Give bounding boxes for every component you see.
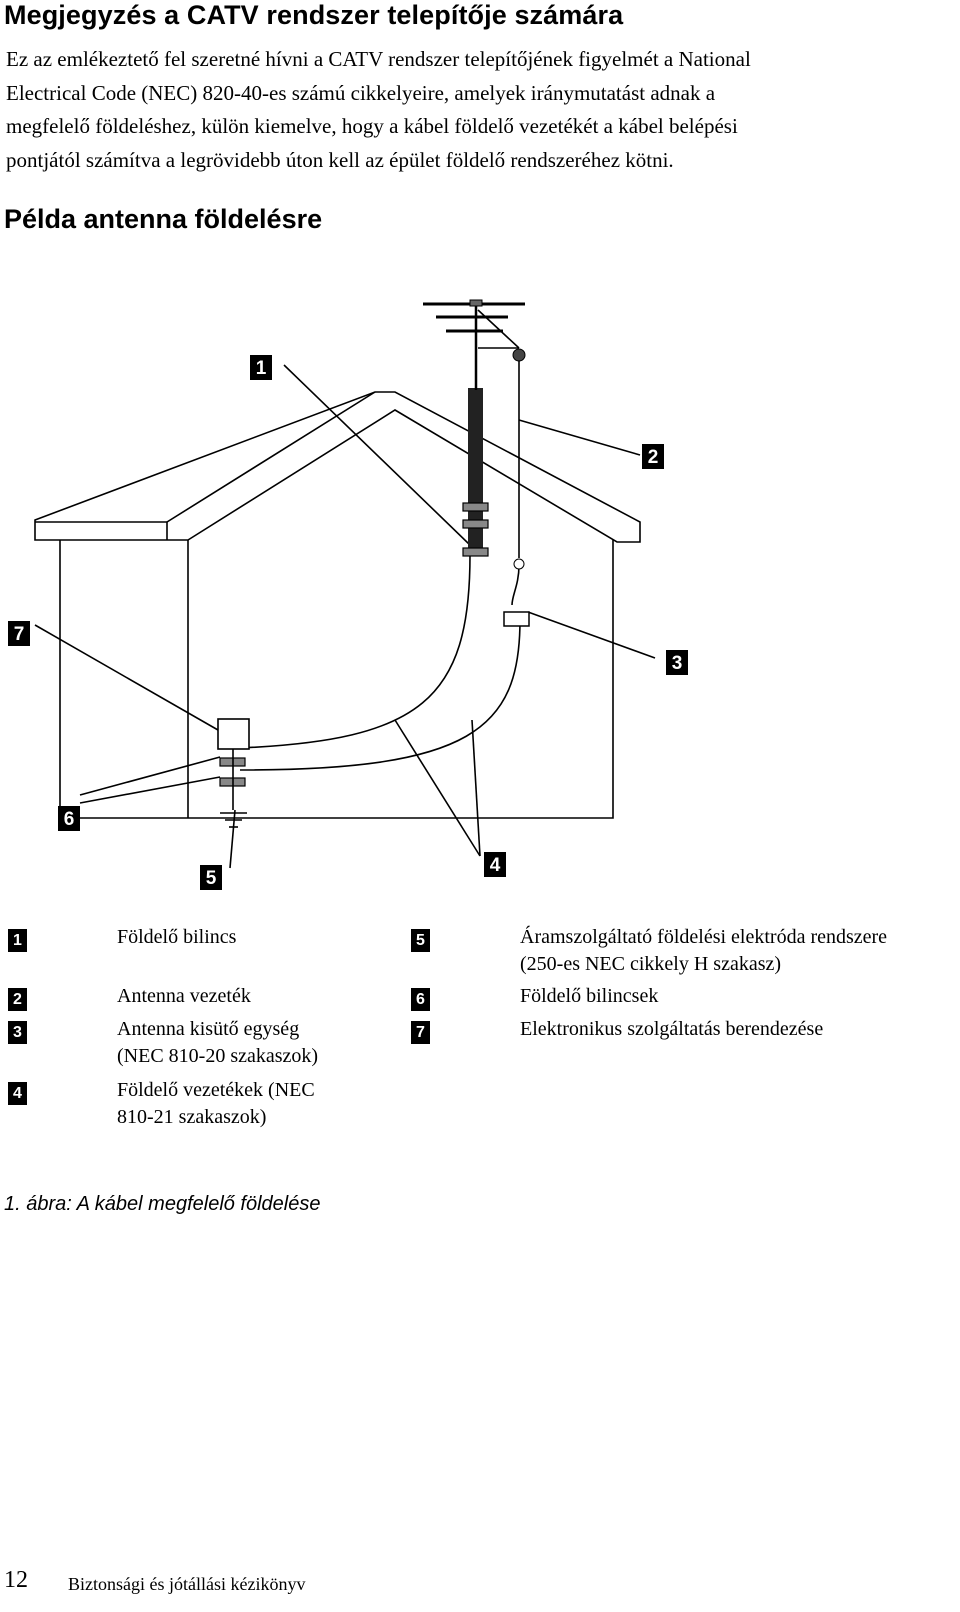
- legend-badge-4: 4: [8, 1082, 27, 1105]
- house-roof: [34, 391, 641, 543]
- callout-6: 6: [58, 806, 80, 831]
- legend-badge-2: 2: [8, 988, 27, 1011]
- legend-item-6: Földelő bilincsek: [520, 985, 659, 1007]
- page-heading: Megjegyzés a CATV rendszer telepítője sz…: [4, 0, 624, 30]
- ground-wire: [239, 554, 471, 749]
- svg-text:2: 2: [648, 447, 659, 468]
- callout-4: 4: [484, 852, 506, 877]
- legend-badge-5: 5: [411, 929, 430, 952]
- svg-text:5: 5: [206, 868, 217, 889]
- intro-line: Electrical Code (NEC) 820-40-es számú ci…: [6, 80, 716, 105]
- antenna-lead-wire: [239, 619, 521, 771]
- legend-item-3: Antenna kisütő egység (NEC 810-20 szakas…: [117, 1018, 319, 1067]
- electronic-service-equipment: [217, 718, 250, 750]
- svg-text:3: 3: [672, 653, 683, 674]
- antenna-grounding-diagram: 1 2 3 4 5 6 7: [8, 299, 688, 890]
- intro-line: pontjától számítva a legrövidebb úton ke…: [6, 147, 674, 172]
- figure-caption: 1. ábra: A kábel megfelelő földelése: [4, 1193, 321, 1215]
- intro-line: Ez az emlékeztető fel szeretné hívni a C…: [6, 47, 751, 71]
- legend-badge-3: 3: [8, 1021, 27, 1044]
- svg-text:7: 7: [14, 624, 25, 645]
- legend-item-4: Földelő vezetékek (NEC 810-21 szakaszok): [117, 1079, 315, 1128]
- legend-item-5: Áramszolgáltató földelési elektróda rend…: [520, 926, 888, 975]
- page-number: 12: [4, 1567, 28, 1593]
- antenna-terminal: [512, 348, 526, 362]
- ground-electrode-icon: [220, 812, 247, 828]
- legend-badge-1: 1: [8, 929, 27, 952]
- svg-text:6: 6: [64, 809, 75, 830]
- antenna-elements: [423, 302, 525, 333]
- legend-item-7: Elektronikus szolgáltatás berendezése: [520, 1018, 824, 1040]
- callout-7: 7: [8, 621, 30, 646]
- svg-text:1: 1: [256, 358, 267, 379]
- legend-item-2: Antenna vezeték: [117, 985, 251, 1007]
- callout-5: 5: [200, 865, 222, 890]
- intro-paragraph: Ez az emlékeztető fel szeretné hívni a C…: [6, 43, 956, 177]
- antenna-discharge-unit: [503, 611, 530, 627]
- callout-3: 3: [666, 650, 688, 675]
- section-subheading: Példa antenna földelésre: [4, 204, 323, 234]
- callout-2: 2: [642, 444, 664, 469]
- intro-line: megfelelő földeléshez, külön kiemelve, h…: [6, 114, 738, 138]
- legend-item-1: Földelő bilincs: [117, 926, 237, 948]
- callout-1: 1: [250, 355, 272, 380]
- house-left-wall: [59, 525, 614, 819]
- mast-clamps: [462, 502, 489, 557]
- svg-text:4: 4: [490, 855, 501, 876]
- footer-title: Biztonsági és jótállási kézikönyv: [68, 1574, 306, 1594]
- legend-badge-6: 6: [411, 988, 430, 1011]
- legend-badge-7: 7: [411, 1021, 430, 1044]
- antenna-mast: [468, 388, 483, 553]
